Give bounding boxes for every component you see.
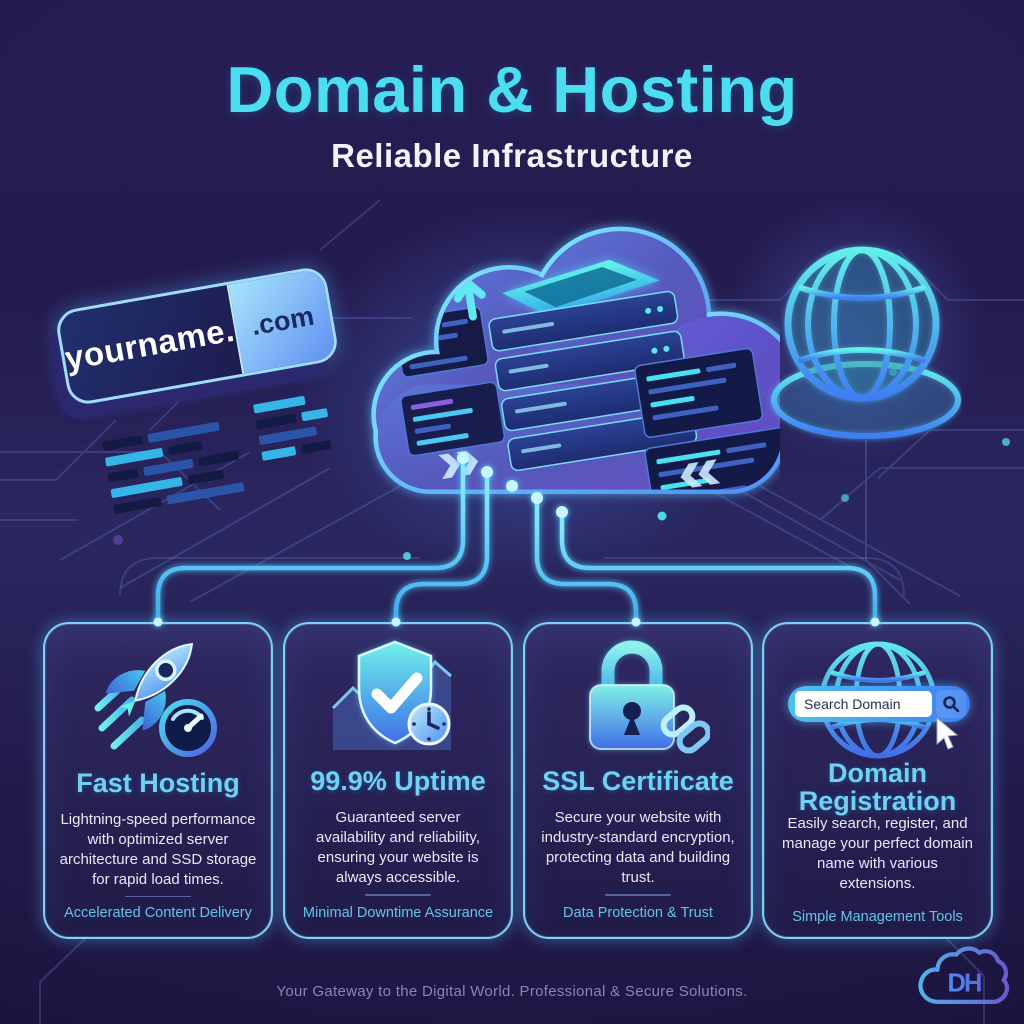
rocket-icon xyxy=(94,642,217,757)
cloud-contents xyxy=(394,259,780,490)
padlock-icon xyxy=(589,640,710,754)
card-ssl: SSL Certificate Secure your website with… xyxy=(523,622,753,939)
cloud-outline xyxy=(918,946,1010,1004)
domain-name-badge: yourname. .com xyxy=(53,264,341,408)
clock-icon xyxy=(407,702,451,746)
header: Domain & Hosting Reliable Infrastructure xyxy=(0,52,1024,175)
speedometer-icon xyxy=(159,699,217,757)
search-bar[interactable]: Search Domain xyxy=(788,686,970,722)
card-title: 99.9% Uptime xyxy=(310,766,486,797)
card-tagline: Data Protection & Trust xyxy=(563,905,713,921)
card-title: Fast Hosting xyxy=(76,767,240,798)
globe-icon xyxy=(771,246,961,439)
dh-cloud-logo: DH xyxy=(918,946,1010,1004)
search-button[interactable] xyxy=(936,690,966,718)
code-bars xyxy=(102,419,246,521)
cursor-icon xyxy=(936,718,959,750)
code-panel xyxy=(634,347,764,439)
code-panel xyxy=(400,381,506,457)
divider xyxy=(605,894,671,896)
card-tagline: Simple Management Tools xyxy=(792,908,963,925)
code-bars xyxy=(252,392,335,468)
card-description: Secure your website with industry-standa… xyxy=(541,809,735,887)
card-description: Lightning-speed performance with optimiz… xyxy=(59,811,257,888)
shield-check-icon xyxy=(331,640,452,751)
domain-name-text: yourname. xyxy=(62,310,238,377)
search-icon xyxy=(943,696,960,713)
footer-tagline: Your Gateway to the Digital World. Profe… xyxy=(276,983,748,1000)
rocket-body xyxy=(105,642,194,731)
divider xyxy=(365,894,431,896)
chain-link-icon xyxy=(660,704,710,754)
card-tagline: Accelerated Content Delivery xyxy=(64,905,252,921)
card-title: SSL Certificate xyxy=(542,766,734,797)
card-description: Easily search, register, and manage your… xyxy=(782,815,973,892)
chevron-left-icon xyxy=(680,459,721,488)
cloud-server-illustration xyxy=(371,226,780,494)
page-subtitle: Reliable Infrastructure xyxy=(331,137,693,174)
card-domain-registration: Search Domain Domain Registration Easily… xyxy=(762,622,993,939)
logo-text: DH xyxy=(947,969,981,997)
card-description: Guaranteed server availability and relia… xyxy=(316,809,480,887)
card-fast-hosting: Fast Hosting Lightning-speed performance… xyxy=(43,622,273,939)
page-title: Domain & Hosting xyxy=(226,53,798,126)
card-uptime: 99.9% Uptime Guaranteed server availabil… xyxy=(283,622,513,939)
card-tagline: Minimal Downtime Assurance xyxy=(302,905,494,921)
card-title: Domain Registration xyxy=(798,757,957,816)
domain-tld-text: .com xyxy=(226,268,337,374)
search-input[interactable]: Search Domain xyxy=(795,691,932,717)
